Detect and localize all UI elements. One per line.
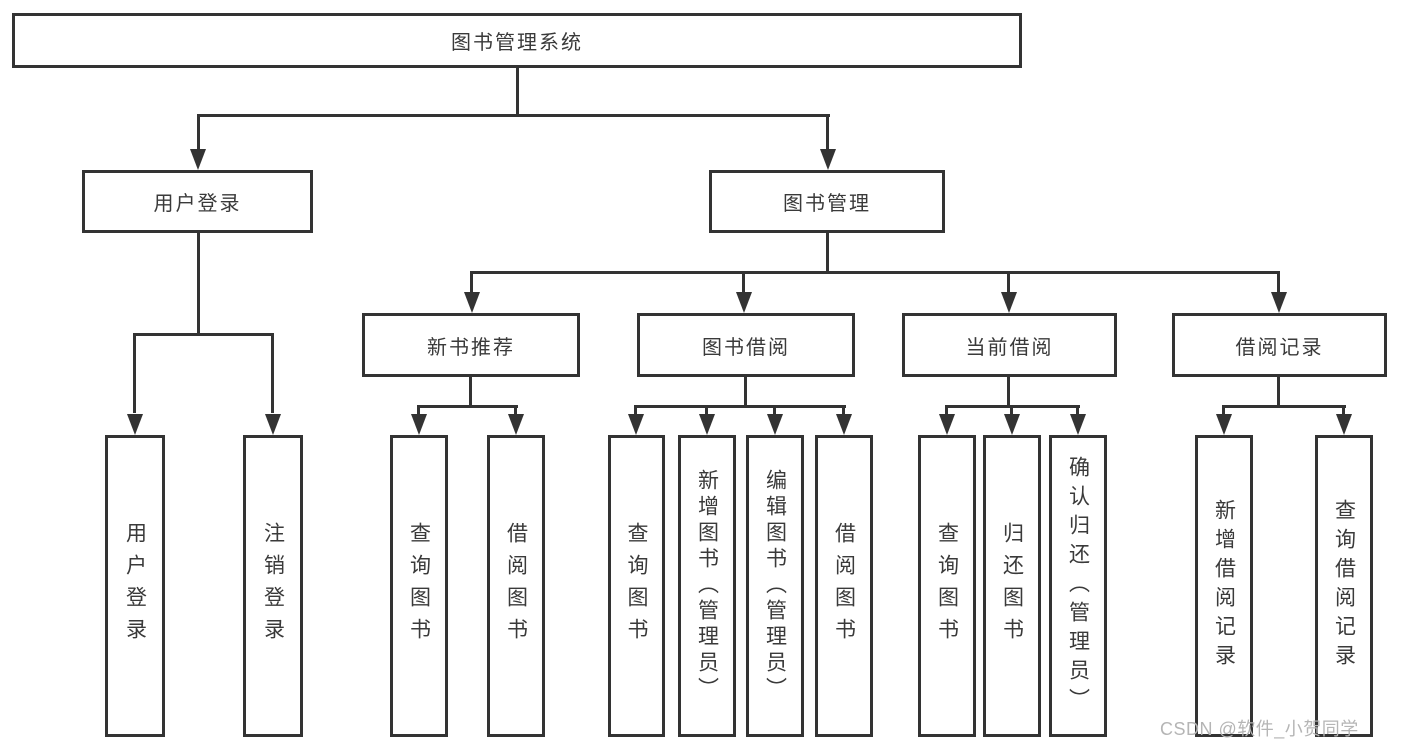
node-root: 图书管理系统 — [12, 13, 1022, 68]
connector-line — [197, 233, 200, 336]
connector-line — [1010, 405, 1013, 417]
leaf-current-query-books-label: 查询图书 — [935, 522, 959, 650]
connector-line — [1277, 271, 1280, 294]
arrowhead-down-icon — [1216, 414, 1232, 435]
arrowhead-down-icon — [628, 414, 644, 435]
connector-line — [634, 405, 846, 408]
leaf-borrowing-borrow-books: 借阅图书 — [815, 435, 873, 737]
connector-line — [1277, 377, 1280, 408]
connector-line — [945, 405, 948, 417]
node-book-management: 图书管理 — [709, 170, 945, 233]
node-user-login: 用户登录 — [82, 170, 313, 233]
leaf-current-return-books: 归还图书 — [983, 435, 1041, 737]
arrowhead-down-icon — [1070, 414, 1086, 435]
arrowhead-down-icon — [1271, 292, 1287, 313]
connector-line — [826, 233, 829, 274]
arrowhead-down-icon — [1004, 414, 1020, 435]
node-borrow-records-label: 借阅记录 — [1235, 336, 1324, 359]
leaf-current-confirm-return-admin-label: 确认归还（管理员） — [1066, 455, 1090, 717]
node-new-book-recommend: 新书推荐 — [362, 313, 580, 377]
node-new-book-recommend-label: 新书推荐 — [427, 336, 515, 359]
arrowhead-down-icon — [1336, 414, 1352, 435]
connector-line — [1222, 405, 1225, 417]
connector-line — [773, 405, 776, 417]
connector-line — [742, 271, 745, 294]
arrowhead-down-icon — [127, 414, 143, 435]
connector-line — [133, 333, 136, 413]
leaf-logout: 注销登录 — [243, 435, 303, 737]
arrowhead-down-icon — [736, 292, 752, 313]
node-book-management-label: 图书管理 — [783, 193, 871, 215]
arrowhead-down-icon — [508, 414, 524, 435]
node-book-borrowing-label: 图书借阅 — [702, 336, 790, 359]
leaf-newbook-query-books-label: 查询图书 — [407, 522, 431, 650]
connector-line — [417, 405, 518, 408]
arrowhead-down-icon — [820, 149, 836, 170]
connector-line — [1007, 377, 1010, 408]
leaf-records-add-record-label: 新增借阅记录 — [1212, 499, 1236, 673]
leaf-borrowing-edit-books-admin-label: 编辑图书（管理员） — [763, 469, 787, 703]
connector-line — [1342, 405, 1345, 417]
leaf-borrowing-add-books-admin: 新增图书（管理员） — [678, 435, 736, 737]
leaf-borrowing-query-books: 查询图书 — [608, 435, 665, 737]
arrowhead-down-icon — [1001, 292, 1017, 313]
node-root-label: 图书管理系统 — [451, 32, 583, 54]
connector-line — [744, 377, 747, 408]
connector-line — [1222, 405, 1346, 408]
leaf-newbook-borrow-books-label: 借阅图书 — [504, 522, 528, 650]
leaf-newbook-borrow-books: 借阅图书 — [487, 435, 545, 737]
leaf-user-login-label: 用户登录 — [123, 522, 147, 650]
connector-line — [469, 377, 472, 408]
leaf-borrowing-borrow-books-label: 借阅图书 — [832, 522, 856, 650]
arrowhead-down-icon — [699, 414, 715, 435]
csdn-watermark: CSDN @软件_小贺同学 — [1160, 719, 1359, 739]
node-current-borrowing: 当前借阅 — [902, 313, 1117, 377]
arrowhead-down-icon — [464, 292, 480, 313]
leaf-records-add-record: 新增借阅记录 — [1195, 435, 1253, 737]
leaf-current-query-books: 查询图书 — [918, 435, 976, 737]
arrowhead-down-icon — [767, 414, 783, 435]
arrowhead-down-icon — [190, 149, 206, 170]
connector-line — [271, 333, 274, 413]
leaf-records-query-record-label: 查询借阅记录 — [1332, 499, 1356, 673]
node-user-login-label: 用户登录 — [153, 193, 242, 215]
node-book-borrowing: 图书借阅 — [637, 313, 855, 377]
connector-line — [470, 271, 473, 294]
connector-line — [634, 405, 637, 417]
arrowhead-down-icon — [836, 414, 852, 435]
connector-line — [514, 405, 517, 417]
arrowhead-down-icon — [939, 414, 955, 435]
leaf-borrowing-edit-books-admin: 编辑图书（管理员） — [746, 435, 804, 737]
connector-line — [470, 271, 1280, 274]
connector-line — [417, 405, 420, 417]
leaf-borrowing-add-books-admin-label: 新增图书（管理员） — [695, 469, 719, 703]
connector-line — [516, 68, 519, 116]
node-borrow-records: 借阅记录 — [1172, 313, 1387, 377]
connector-line — [197, 114, 200, 150]
node-current-borrowing-label: 当前借阅 — [965, 336, 1054, 359]
connector-line — [133, 333, 274, 336]
connector-line — [705, 405, 708, 417]
connector-line — [1076, 405, 1079, 417]
leaf-logout-label: 注销登录 — [261, 522, 285, 650]
connector-line — [842, 405, 845, 417]
connector-line — [197, 114, 830, 117]
leaf-borrowing-query-books-label: 查询图书 — [625, 522, 648, 650]
leaf-records-query-record: 查询借阅记录 — [1315, 435, 1373, 737]
leaf-user-login: 用户登录 — [105, 435, 165, 737]
arrowhead-down-icon — [265, 414, 281, 435]
connector-line — [1007, 271, 1010, 294]
arrowhead-down-icon — [411, 414, 427, 435]
leaf-newbook-query-books: 查询图书 — [390, 435, 448, 737]
leaf-current-confirm-return-admin: 确认归还（管理员） — [1049, 435, 1107, 737]
leaf-current-return-books-label: 归还图书 — [1000, 522, 1024, 650]
connector-line — [826, 114, 829, 150]
